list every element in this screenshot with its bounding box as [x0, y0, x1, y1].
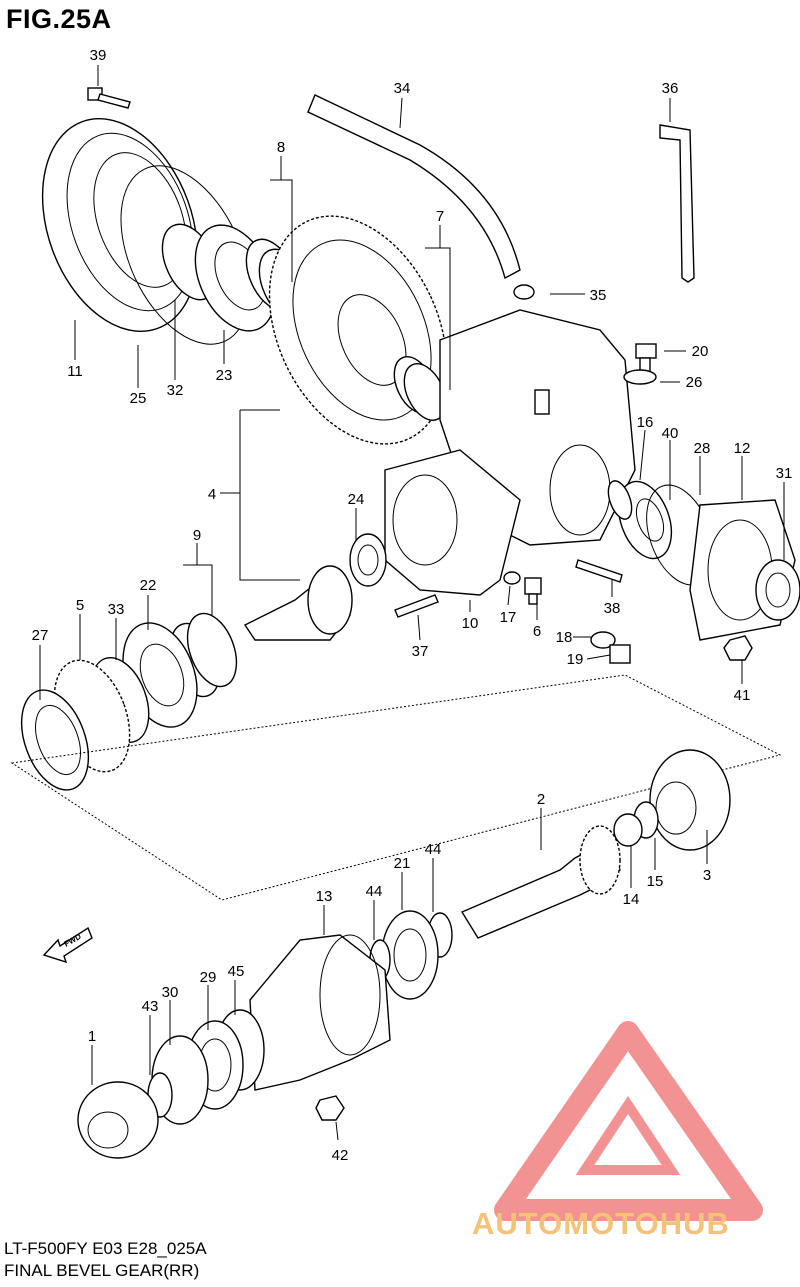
shim-set-7	[393, 356, 447, 421]
callout-37: 37	[412, 643, 429, 660]
bolt-20	[635, 343, 657, 373]
callout-30: 30	[162, 984, 179, 1001]
callout-14: 14	[623, 891, 640, 908]
breather-joint-36	[659, 124, 695, 283]
callout-1: 1	[88, 1028, 96, 1045]
callout-23: 23	[216, 367, 233, 384]
callout-45: 45	[228, 963, 245, 980]
bolt-39	[87, 87, 131, 109]
shim-16	[607, 480, 633, 520]
callout-27: 27	[32, 627, 49, 644]
figure-title: FIG.25A	[6, 4, 112, 34]
nut-14	[613, 813, 643, 847]
callout-19: 19	[567, 651, 584, 668]
leader-lines	[39, 65, 785, 1141]
footer: LT-F500FY E03 E28_025A FINAL BEVEL GEAR(…	[4, 1238, 207, 1282]
drive-pinion-4	[243, 565, 353, 641]
watermark-text: AUTOMOTOHUB	[472, 1206, 730, 1241]
bearing-21	[381, 910, 439, 1000]
callout-21: 21	[394, 855, 411, 872]
callout-29: 29	[200, 969, 217, 986]
footer-model-line: LT-F500FY E03 E28_025A	[4, 1239, 207, 1258]
callout-22: 22	[140, 577, 157, 594]
callout-17: 17	[500, 609, 517, 626]
callout-44-lower: 44	[366, 883, 383, 900]
gear-case-10	[384, 309, 636, 596]
callout-40: 40	[662, 425, 679, 442]
callout-36: 36	[662, 80, 679, 97]
callout-15: 15	[647, 873, 664, 890]
callout-20: 20	[692, 343, 709, 360]
coupling-1	[77, 1081, 159, 1159]
bearing-3	[649, 749, 731, 851]
nut-41	[723, 635, 753, 661]
callout-32: 32	[167, 382, 184, 399]
callout-6: 6	[533, 623, 541, 640]
callout-13: 13	[316, 888, 333, 905]
bolt-6	[524, 577, 542, 605]
callout-41: 41	[734, 687, 751, 704]
callout-39: 39	[90, 47, 107, 64]
callout-16: 16	[637, 414, 654, 431]
bearing-27	[20, 689, 90, 791]
callout-25: 25	[130, 390, 147, 407]
housing-13	[249, 934, 391, 1091]
drain-plug-19	[609, 644, 631, 664]
breather-hose-34	[307, 94, 521, 280]
oil-seal-31	[755, 559, 800, 621]
bearing-40	[617, 480, 673, 560]
gasket-18	[590, 631, 616, 649]
callout-8: 8	[277, 139, 285, 156]
callout-24: 24	[348, 491, 365, 508]
callout-11: 11	[67, 363, 83, 380]
callout-34: 34	[394, 80, 411, 97]
stud-37	[394, 594, 439, 618]
callout-43: 43	[142, 998, 159, 1015]
callout-18: 18	[556, 629, 573, 646]
cap-35	[513, 284, 535, 300]
callout-33: 33	[108, 601, 125, 618]
callout-42: 42	[332, 1147, 349, 1164]
callout-4: 4	[208, 486, 216, 503]
washer-26	[623, 369, 657, 385]
callout-9: 9	[193, 527, 201, 544]
shaft-2	[460, 825, 621, 939]
callout-31: 31	[776, 465, 793, 482]
fwd-arrow-icon: FWD	[42, 926, 93, 964]
callout-3: 3	[703, 867, 711, 884]
callout-35: 35	[590, 287, 607, 304]
nut-42	[315, 1095, 345, 1121]
callout-2: 2	[537, 791, 545, 808]
callout-7: 7	[436, 208, 444, 225]
case-cover-11	[41, 118, 199, 332]
callout-38: 38	[604, 600, 621, 617]
callout-10: 10	[462, 615, 479, 632]
stud-38	[575, 559, 623, 583]
washer-17	[503, 571, 521, 585]
callout-12: 12	[734, 440, 751, 457]
watermark-logo	[494, 1021, 763, 1221]
callout-5: 5	[76, 597, 84, 614]
subassembly-outline	[10, 674, 782, 901]
bearing-24	[349, 533, 387, 587]
callout-26: 26	[686, 374, 703, 391]
bracket-4	[220, 409, 300, 581]
callout-28: 28	[694, 440, 711, 457]
callout-44-upper: 44	[425, 841, 442, 858]
footer-section-name: FINAL BEVEL GEAR(RR)	[4, 1261, 200, 1280]
